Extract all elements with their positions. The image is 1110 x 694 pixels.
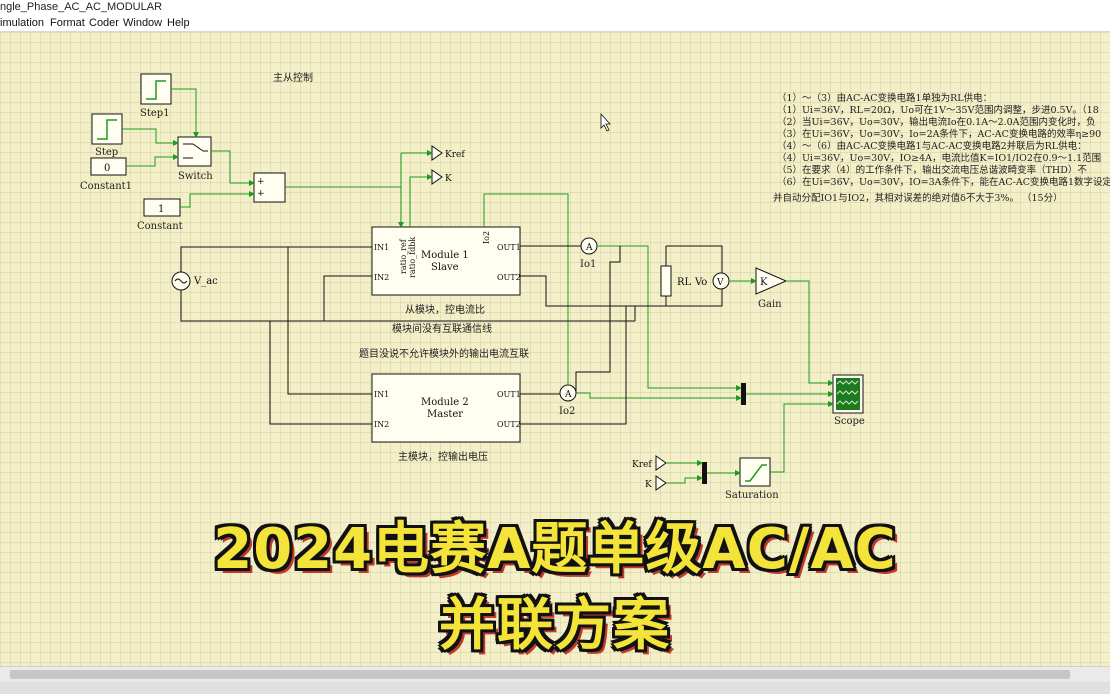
module2-in1: IN1: [374, 390, 389, 399]
menu-format[interactable]: Format: [50, 17, 85, 29]
menu-coder[interactable]: Coder: [89, 17, 119, 29]
module1-io2-port: Io2: [482, 231, 491, 244]
module1-out1: OUT1: [497, 243, 521, 252]
k-output-label: K: [445, 174, 452, 184]
constant-value: 1: [158, 204, 164, 215]
mux-bar-scope[interactable]: [741, 383, 746, 405]
title-bar: ngle_Phase_AC_AC_MODULAR: [0, 0, 1110, 15]
k-input-label: K: [645, 480, 652, 490]
vo-label: Vo: [694, 277, 707, 288]
menu-simulation[interactable]: imulation: [0, 17, 45, 29]
module2-out1: OUT1: [497, 390, 521, 399]
module1-in2: IN2: [374, 273, 389, 282]
requirement-line: （4）～（6）由AC-AC变换电路1与AC-AC变换电路2并联后为RL供电：: [777, 140, 1087, 152]
switch-label: Switch: [178, 171, 213, 182]
module1-block[interactable]: [371, 226, 521, 296]
step-label: Step: [95, 147, 118, 158]
saturation-block[interactable]: [739, 457, 771, 487]
module1-ratio-ref: ratio_ref: [399, 238, 408, 274]
module1-ratio-fdbk: ratio_fdbk: [408, 237, 417, 278]
requirement-line: （5）在要求（4）的工作条件下，输出交流电压总谐波畸变率（THD）不: [777, 164, 1087, 176]
kref-output-port[interactable]: [431, 145, 443, 161]
sum-plus-top: +: [257, 177, 265, 187]
k-output-port[interactable]: [431, 169, 443, 185]
kref-output-label: Kref: [445, 150, 465, 160]
scope-block[interactable]: [832, 374, 864, 414]
kref-input-port[interactable]: [655, 455, 667, 471]
vac-label: V_ac: [193, 276, 218, 287]
requirement-line: （4）Ui=36V，Uo=30V，IO≥4A，电流比值K=IO1/IO2在0.9…: [777, 152, 1101, 164]
requirement-line: （6）在Ui=36V，Uo=30V，IO=3A条件下，能在AC-AC变换电路1数…: [777, 176, 1110, 188]
diagram-canvas[interactable]: 主从控制 Step1 Step 0 Constant1 Switch + + 1…: [0, 32, 1110, 666]
note-no-comm: 模块间没有互联通信线: [392, 322, 492, 335]
switch-block[interactable]: [177, 136, 212, 167]
constant1-value: 0: [104, 163, 110, 174]
requirement-line: （3）在Ui=36V，Uo=30V，Io=2A条件下，AC-AC变换电路的效率η…: [777, 128, 1101, 140]
requirement-line: 并自动分配IO1与IO2，其相对误差的绝对值δ不大于3%。 （15分）: [773, 192, 1063, 204]
vac-source[interactable]: [171, 271, 191, 291]
ammeter-io1-symbol: A: [585, 243, 593, 253]
window-title: ngle_Phase_AC_AC_MODULAR: [0, 1, 163, 13]
schematic[interactable]: 主从控制 Step1 Step 0 Constant1 Switch + + 1…: [0, 32, 1110, 666]
scope-label: Scope: [834, 416, 865, 427]
step-block[interactable]: [91, 113, 123, 145]
module2-block[interactable]: [371, 373, 521, 443]
rl-label: RL: [677, 277, 692, 288]
requirements-text: （1）～（3）由AC-AC变换电路1单独为RL供电： （1）Ui=36V，RL=…: [773, 92, 1110, 204]
note-master: 主模块，控输出电压: [398, 450, 488, 463]
gain-symbol: K: [760, 277, 768, 288]
scrollbar-thumb[interactable]: [10, 670, 1070, 679]
signal-wires: [122, 88, 834, 484]
module2-name: Module 2: [421, 397, 469, 408]
module1-out2: OUT2: [497, 273, 521, 282]
gain-label: Gain: [758, 299, 782, 310]
rl-resistor[interactable]: [660, 265, 672, 297]
k-input-port[interactable]: [655, 475, 667, 491]
note-question: 题目没说不允许模块外的输出电流互联: [359, 347, 529, 360]
module2-in2: IN2: [374, 420, 389, 429]
note-slave: 从模块，控电流比: [405, 303, 485, 316]
module1-in1: IN1: [374, 243, 389, 252]
requirement-line: （1）～（3）由AC-AC变换电路1单独为RL供电：: [777, 92, 992, 104]
ammeter-io2-symbol: A: [564, 390, 572, 400]
step1-label: Step1: [140, 108, 170, 119]
module2-out2: OUT2: [497, 420, 521, 429]
overlay-title-line2: 并联方案: [439, 593, 671, 658]
menu-help[interactable]: Help: [167, 17, 190, 29]
voltmeter-symbol: V: [716, 278, 724, 288]
module2-role: Master: [427, 409, 463, 420]
menu-window[interactable]: Window: [123, 17, 163, 29]
kref-input-label: Kref: [632, 460, 652, 470]
constant-label: Constant: [137, 221, 183, 232]
sum-block[interactable]: + +: [253, 172, 286, 203]
saturation-label: Saturation: [725, 490, 779, 501]
mux-bar-saturation[interactable]: [702, 462, 707, 484]
horizontal-scrollbar[interactable]: [0, 666, 1110, 682]
sum-plus-bottom: +: [257, 189, 265, 199]
io1-label: Io1: [580, 259, 596, 270]
requirement-line: （1）Ui=36V，RL=20Ω，Uo可在1V～35V范围内调整，步进0.5V。…: [777, 104, 1099, 116]
power-wires: [180, 245, 723, 425]
requirement-line: （2）当Ui=36V，Uo=30V，输出电流Io在0.1A～2.0A范围内变化时…: [777, 116, 1096, 128]
step1-block[interactable]: [140, 73, 172, 105]
mouse-cursor-icon: [600, 112, 611, 132]
diagram-heading: 主从控制: [273, 71, 313, 84]
status-bar: [0, 682, 1110, 694]
menu-bar: imulation Format Coder Window Help: [0, 15, 1110, 32]
module1-name: Module 1: [421, 250, 469, 261]
constant1-label: Constant1: [80, 181, 132, 192]
io2-label: Io2: [559, 406, 575, 417]
overlay-title-line1: 2024电赛A题单级AC/AC: [213, 517, 897, 582]
module1-role: Slave: [431, 262, 459, 273]
